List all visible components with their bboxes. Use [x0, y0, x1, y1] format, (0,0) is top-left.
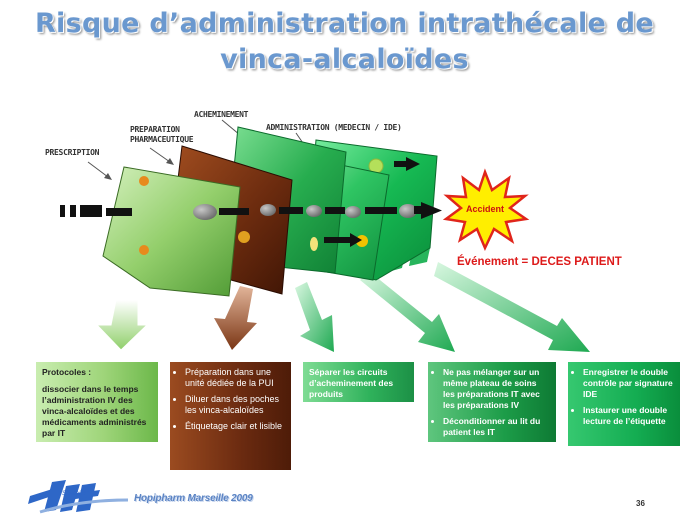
footer-event-name: Hopipharm Marseille 2009 [134, 493, 253, 504]
spiky-marker [356, 235, 368, 247]
box5-item: Instaurer une double lecture de l’étique… [583, 405, 674, 427]
secondary-arrow-mid [324, 233, 362, 247]
hopipharm-logo-graphic [28, 480, 129, 514]
measure-box-protocoles: Protocoles : dissocier dans le temps l’a… [36, 362, 158, 442]
logo-caption: Sanitaire [62, 491, 86, 497]
label-preparation-line1: PREPARATION [130, 125, 180, 134]
event-label: Événement = DECES PATIENT [457, 256, 622, 268]
arrow-acheminement-down [295, 282, 334, 352]
measure-box-preparation: Préparation dans une unité dédiée de la … [170, 362, 291, 470]
label-preparation-line2: PHARMACEUTIQUE [130, 135, 194, 144]
label-acheminement: ACHEMINEMENT [194, 110, 249, 119]
label-prescription: PRESCRIPTION [45, 148, 100, 157]
arrow-preparation-down [214, 286, 257, 350]
box1-text: dissocier dans le temps l’administration… [42, 384, 147, 438]
accident-burst [442, 168, 530, 252]
box5-item: Enregistrer le double contrôle par signa… [583, 367, 674, 400]
flow-arrow [60, 202, 442, 219]
box2-item: Diluer dans des poches les vinca-alcaloï… [185, 394, 285, 416]
arrow-administration-ide-down [360, 272, 455, 352]
box2-item: Étiquetage clair et lisible [185, 421, 285, 432]
product-oval [306, 205, 322, 217]
title-line-1: Risque d’administration intrathécale de [34, 8, 655, 39]
orange-dot [139, 245, 149, 255]
orange-dot [139, 176, 149, 186]
product-oval [260, 204, 276, 216]
product-oval [399, 204, 417, 218]
slide-title: Risque d’administration intrathécale de … [0, 6, 689, 78]
product-oval [345, 206, 361, 218]
secondary-arrow-top [394, 157, 420, 171]
measure-box-acheminement: Séparer les circuits d’acheminement des … [303, 362, 414, 402]
orange-dot [238, 231, 250, 243]
measure-box-administration-ide: Ne pas mélanger sur un même plateau de s… [428, 362, 556, 442]
title-line-2: vinca-alcaloïdes [220, 44, 469, 75]
page-number: 36 [636, 499, 645, 508]
box3-text: Séparer les circuits d’acheminement des … [309, 367, 394, 399]
box4-item: Ne pas mélanger sur un même plateau de s… [443, 367, 550, 411]
yellow-oval [310, 237, 318, 251]
box1-heading: Protocoles : [42, 367, 92, 377]
accident-label: Accident [465, 204, 504, 214]
product-oval [193, 204, 217, 220]
measure-box-administration-medecin: Enregistrer le double contrôle par signa… [568, 362, 680, 446]
arrow-prescription-down [95, 299, 149, 351]
card-prescription [102, 166, 241, 297]
label-administration: ADMINISTRATION (MEDECIN / IDE) [266, 123, 402, 132]
box2-item: Préparation dans une unité dédiée de la … [185, 367, 285, 389]
box4-item: Déconditionner au lit du patient les IT [443, 416, 550, 438]
